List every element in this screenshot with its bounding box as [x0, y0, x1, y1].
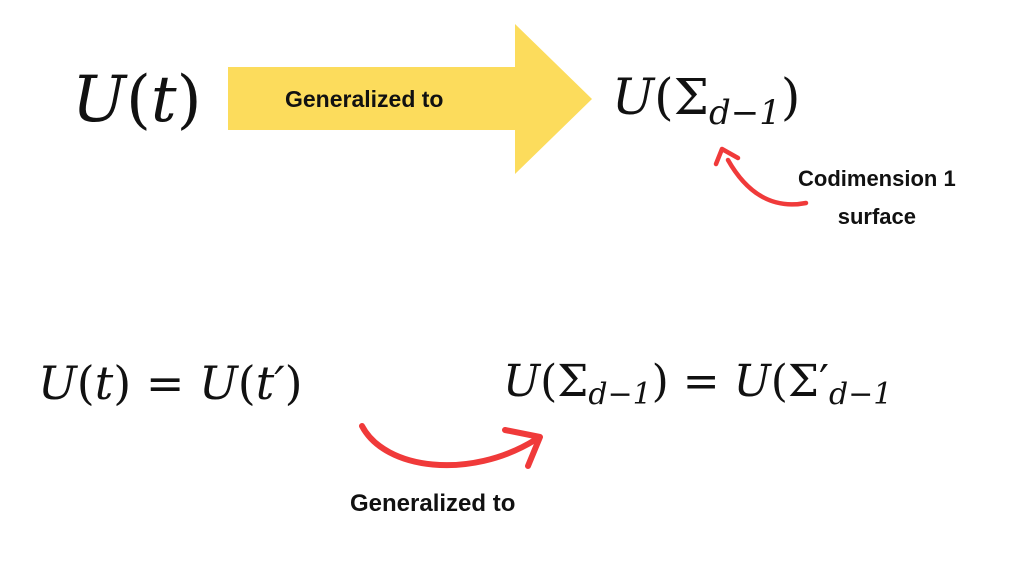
- function-u: U: [612, 68, 655, 126]
- argument-t: t: [94, 356, 114, 410]
- red-curved-arrow-bottom: [359, 423, 543, 469]
- function-u: U: [198, 356, 238, 410]
- close-paren: ): [780, 68, 801, 126]
- yellow-block-arrow: [228, 24, 592, 174]
- equals-sign: =: [682, 356, 720, 407]
- subscript-d-minus-1: d−1: [709, 92, 781, 133]
- bottom-left-equation: U(t) = U(t′): [38, 356, 303, 410]
- equals-sign: =: [145, 356, 185, 410]
- subscript-d-minus-1: d−1: [829, 377, 893, 413]
- top-arrow-label: Generalized to: [285, 86, 444, 112]
- argument-t: t: [150, 63, 177, 137]
- open-paren: (: [654, 68, 674, 126]
- top-right-expression: U(Σd−1): [612, 72, 800, 130]
- sigma-symbol: Σ: [673, 68, 710, 126]
- function-u: U: [38, 356, 77, 410]
- sigma-prime-symbol: Σ′: [787, 356, 830, 407]
- codimension-annotation: Codimension 1 surface: [798, 160, 956, 236]
- top-left-expression: U(t): [72, 68, 202, 132]
- annotation-line-1: Codimension 1: [798, 166, 956, 191]
- argument-t-prime: t′: [255, 356, 285, 410]
- sigma-symbol: Σ: [557, 356, 589, 407]
- function-u: U: [72, 63, 126, 137]
- function-u: U: [733, 356, 771, 407]
- annotation-line-2: surface: [837, 204, 916, 229]
- bottom-arrow-label: Generalized to: [350, 490, 516, 517]
- close-paren: ): [176, 63, 202, 137]
- open-paren: (: [125, 63, 151, 137]
- function-u: U: [503, 356, 541, 407]
- bottom-right-equation: U(Σd−1) = U(Σ′d−1: [503, 356, 893, 413]
- subscript-d-minus-1: d−1: [588, 377, 652, 413]
- red-curved-arrow-codimension: [713, 146, 809, 207]
